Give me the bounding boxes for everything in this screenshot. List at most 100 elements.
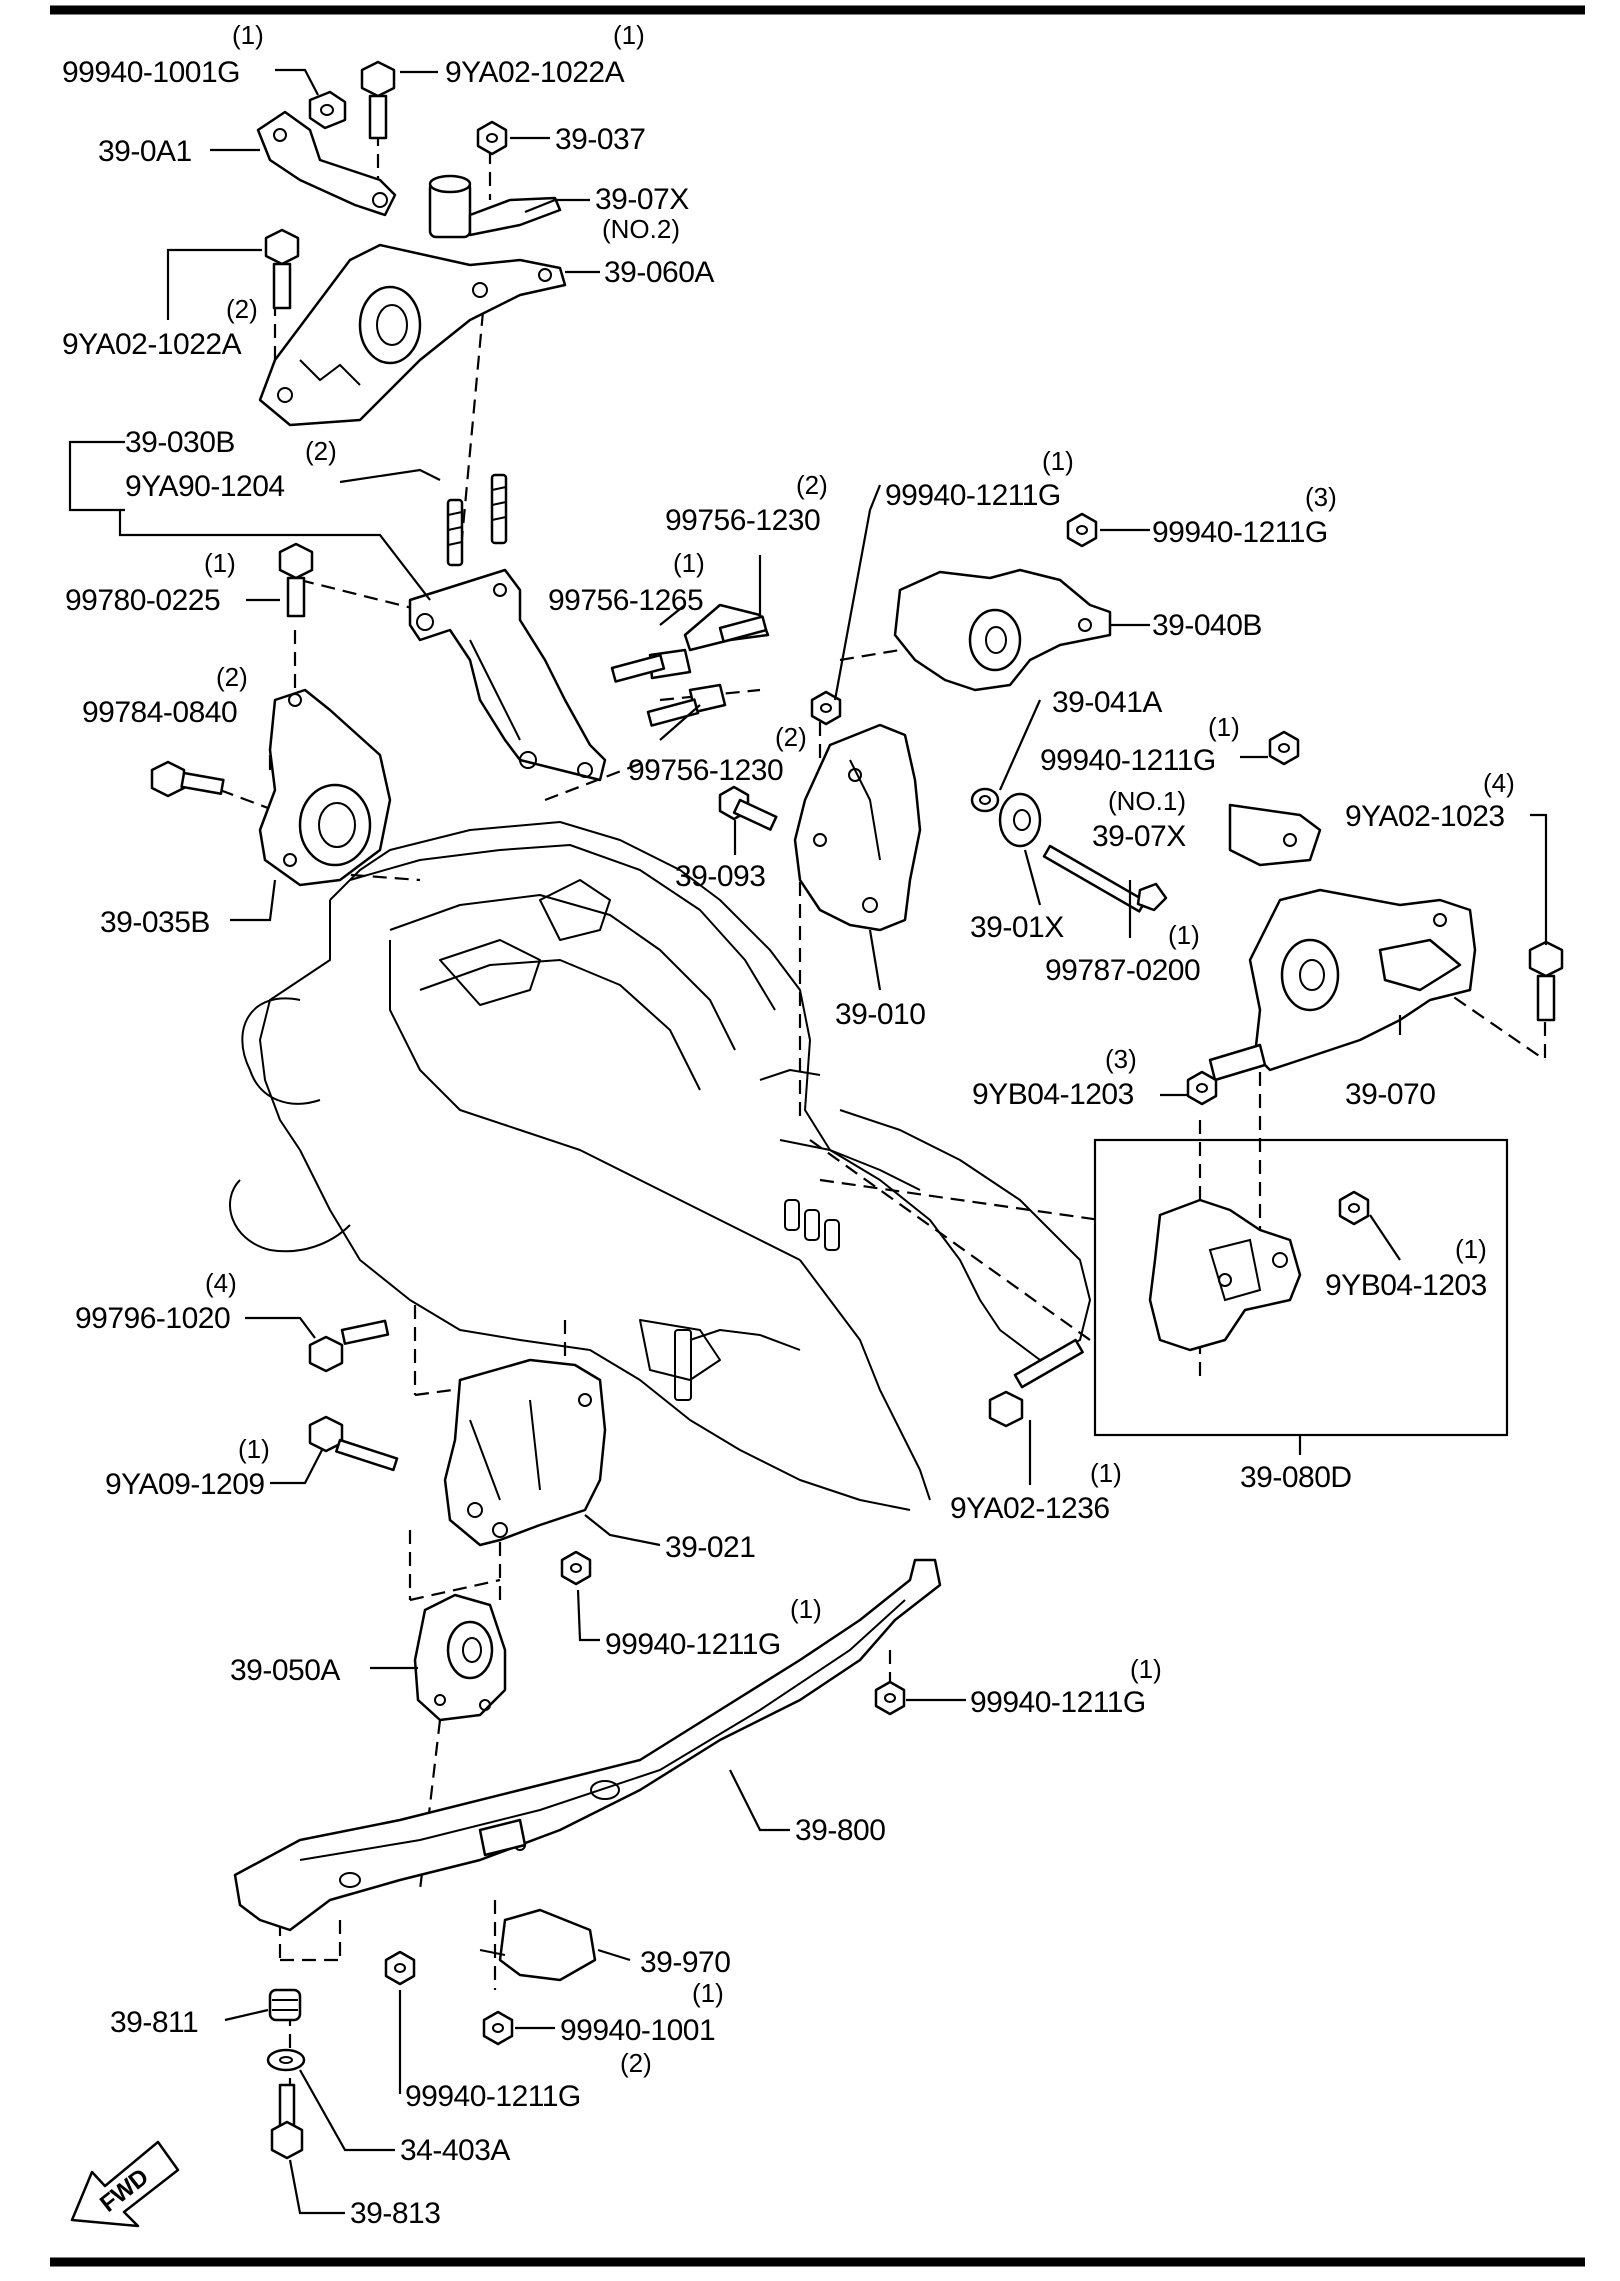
callout-part: 39-041A [1052, 686, 1162, 719]
bolts-99756-1230-1265 [610, 603, 770, 727]
callout-part: 99787-0200 [1045, 954, 1200, 987]
callout-qty: (2) [305, 436, 337, 466]
nut-9YB04-1203-b [1338, 1190, 1370, 1226]
callout-part: 99940-1001 [560, 2014, 715, 2047]
bolt-99787-0200 [1042, 844, 1168, 913]
bolt-9YA02-1023 [1528, 940, 1564, 1022]
nut-99940-1211G-c [1268, 730, 1300, 766]
nut-99940-1211G-a [810, 690, 842, 726]
callout-part: 39-0A1 [98, 135, 192, 168]
callout-part: 39-030B [125, 426, 235, 459]
nut-9YB04-1203-a [1186, 1070, 1218, 1106]
callout-qty: (1) [1042, 446, 1074, 476]
nut-99940-1001-lower [482, 2010, 514, 2046]
callout-part: 99940-1211G [1040, 744, 1216, 777]
callout-qty: (2) [796, 470, 828, 500]
callout-part: 99940-1211G [605, 1628, 781, 1661]
callout-part: 39-021 [665, 1531, 755, 1564]
mount-39-060A [258, 243, 567, 427]
callout-part: 39-060A [604, 256, 714, 289]
callout-part: 39-093 [675, 860, 765, 893]
callout-part: 99756-1230 [665, 504, 820, 537]
callout-part: 34-403A [400, 2134, 510, 2167]
callout-part: 9YB04-1203 [972, 1078, 1134, 1111]
nut-99940-1211G-b [1066, 512, 1098, 548]
callout-part: 39-035B [100, 906, 210, 939]
bolt-39-813 [270, 2083, 304, 2160]
bolt-9YA09-1209 [308, 1415, 399, 1472]
callout-part: 99940-1211G [885, 479, 1061, 512]
callout-qty: (1) [673, 548, 705, 578]
callout-qty: (1) [232, 20, 264, 50]
washer-34-403A [266, 2048, 306, 2072]
callout-part: 39-070 [1345, 1078, 1435, 1111]
callout-part: 39-01X [970, 911, 1064, 944]
callout-part: 99940-1211G [1152, 516, 1328, 549]
callout-part: 99940-1211G [970, 1686, 1146, 1719]
callout-part: 39-07X [1092, 820, 1186, 853]
callout-labels: (1) 99940-1001G (1) 9YA02-1022A 39-0A1 3… [62, 20, 1515, 2230]
bolt-99796-1020 [308, 1319, 390, 1373]
mount-39-040B [893, 568, 1112, 692]
callout-qty: (2) [775, 722, 807, 752]
callout-qty: (2) [216, 662, 248, 692]
bolt-9YA02-1236 [988, 1338, 1084, 1428]
callout-part: 99784-0840 [82, 696, 237, 729]
mount-39-070 [1208, 888, 1477, 1082]
nut-99940-1211G-e [874, 1680, 906, 1716]
callout-qty: (4) [1483, 768, 1515, 798]
callout-part: 9YA02-1022A [62, 328, 242, 361]
bolt-9YA02-1022A-top [360, 60, 396, 140]
callout-part: 9YA02-1236 [950, 1492, 1110, 1525]
mount-39-050A [413, 1593, 507, 1722]
bolt-9YA02-1022A-lower [264, 228, 300, 310]
bolt-99780-0225 [278, 542, 314, 618]
bracket-39-010 [793, 723, 922, 932]
callout-qty: (3) [1305, 482, 1337, 512]
bracket-39-970 [479, 1908, 597, 1982]
callout-qty: (4) [205, 1268, 237, 1298]
callout-part: 9YB04-1203 [1325, 1269, 1487, 1302]
callout-part: 9YA02-1022A [445, 56, 625, 89]
callout-qty: (1) [238, 1434, 270, 1464]
callout-part: 99756-1230 [628, 754, 783, 787]
leader-lines [68, 68, 1548, 2215]
bolt-99784-0840 [150, 760, 225, 798]
washer-39-041A [970, 787, 1000, 813]
bolt-39-093 [718, 785, 778, 831]
stopper-39-07X-no1 [1228, 803, 1322, 867]
callout-part: 99756-1265 [548, 584, 703, 617]
callout-qty: (3) [1105, 1044, 1137, 1074]
callout-part: 39-037 [555, 123, 645, 156]
callout-qty: (1) [692, 1978, 724, 2008]
callout-part: 9YA09-1209 [105, 1468, 265, 1501]
callout-qty: (1) [204, 548, 236, 578]
callout-qty: (1) [1090, 1458, 1122, 1488]
callout-part: 99780-0225 [65, 584, 220, 617]
callout-part: 39-050A [230, 1654, 340, 1687]
callout-qty: (NO.1) [1108, 786, 1186, 816]
bracket-39-021 [443, 1358, 607, 1547]
bracket-39-035B [258, 688, 392, 887]
callout-part: 39-970 [640, 1946, 730, 1979]
callout-qty: (1) [1455, 1234, 1487, 1264]
callout-part: 99796-1020 [75, 1302, 230, 1335]
callout-qty: (1) [1208, 712, 1240, 742]
bracket-39-080D [1148, 1198, 1302, 1352]
callout-part: 39-040B [1152, 609, 1262, 642]
engine-block-outline [229, 821, 1091, 1511]
callout-qty: (1) [1130, 1654, 1162, 1684]
callout-qty: (1) [1168, 920, 1200, 950]
nut-99940-1001G [308, 90, 347, 130]
callout-part: 39-811 [110, 2006, 198, 2039]
crossmember-39-800 [233, 1558, 942, 1932]
callout-part: 39-800 [795, 1814, 885, 1847]
nut-39-037 [476, 120, 508, 156]
fwd-arrow-icon: FWD [70, 2140, 180, 2228]
callout-part: 9YA90-1204 [125, 470, 285, 503]
callout-part: 39-813 [350, 2197, 440, 2230]
bracket-39-0A1 [256, 110, 397, 217]
bushing-39-01X [998, 792, 1042, 848]
